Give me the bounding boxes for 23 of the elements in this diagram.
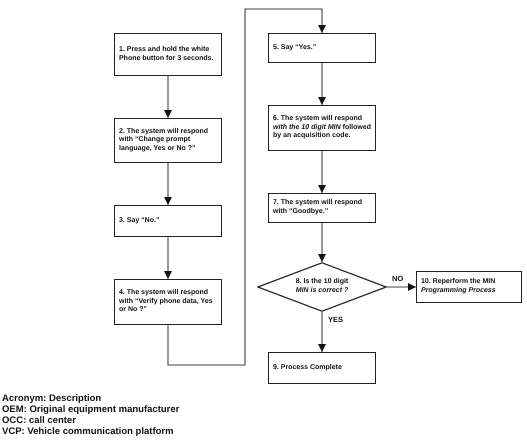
process-box xyxy=(268,33,376,63)
acronym-definition: OEM: Original equipment manufacturer xyxy=(2,404,180,415)
arrow xyxy=(164,163,172,205)
process-box xyxy=(114,205,222,237)
acronym-definition: OCC: call center xyxy=(2,415,76,426)
arrow xyxy=(167,8,326,366)
process-box xyxy=(268,193,376,223)
acronym-definition: VCP: Vehicle communication platform xyxy=(2,426,174,437)
process-box xyxy=(114,279,222,325)
process-box xyxy=(114,33,222,76)
arrow xyxy=(164,237,172,279)
arrow xyxy=(318,63,326,105)
arrow xyxy=(318,151,326,193)
arrow xyxy=(164,76,172,118)
process-box xyxy=(268,105,376,151)
process-box xyxy=(268,352,376,384)
decision-diamond xyxy=(257,262,387,312)
arrow xyxy=(387,283,416,291)
process-box xyxy=(114,118,222,163)
process-box xyxy=(416,271,522,303)
acronym-heading: Acronym: Description xyxy=(2,393,102,404)
arrow xyxy=(318,223,326,262)
arrow xyxy=(318,312,326,352)
